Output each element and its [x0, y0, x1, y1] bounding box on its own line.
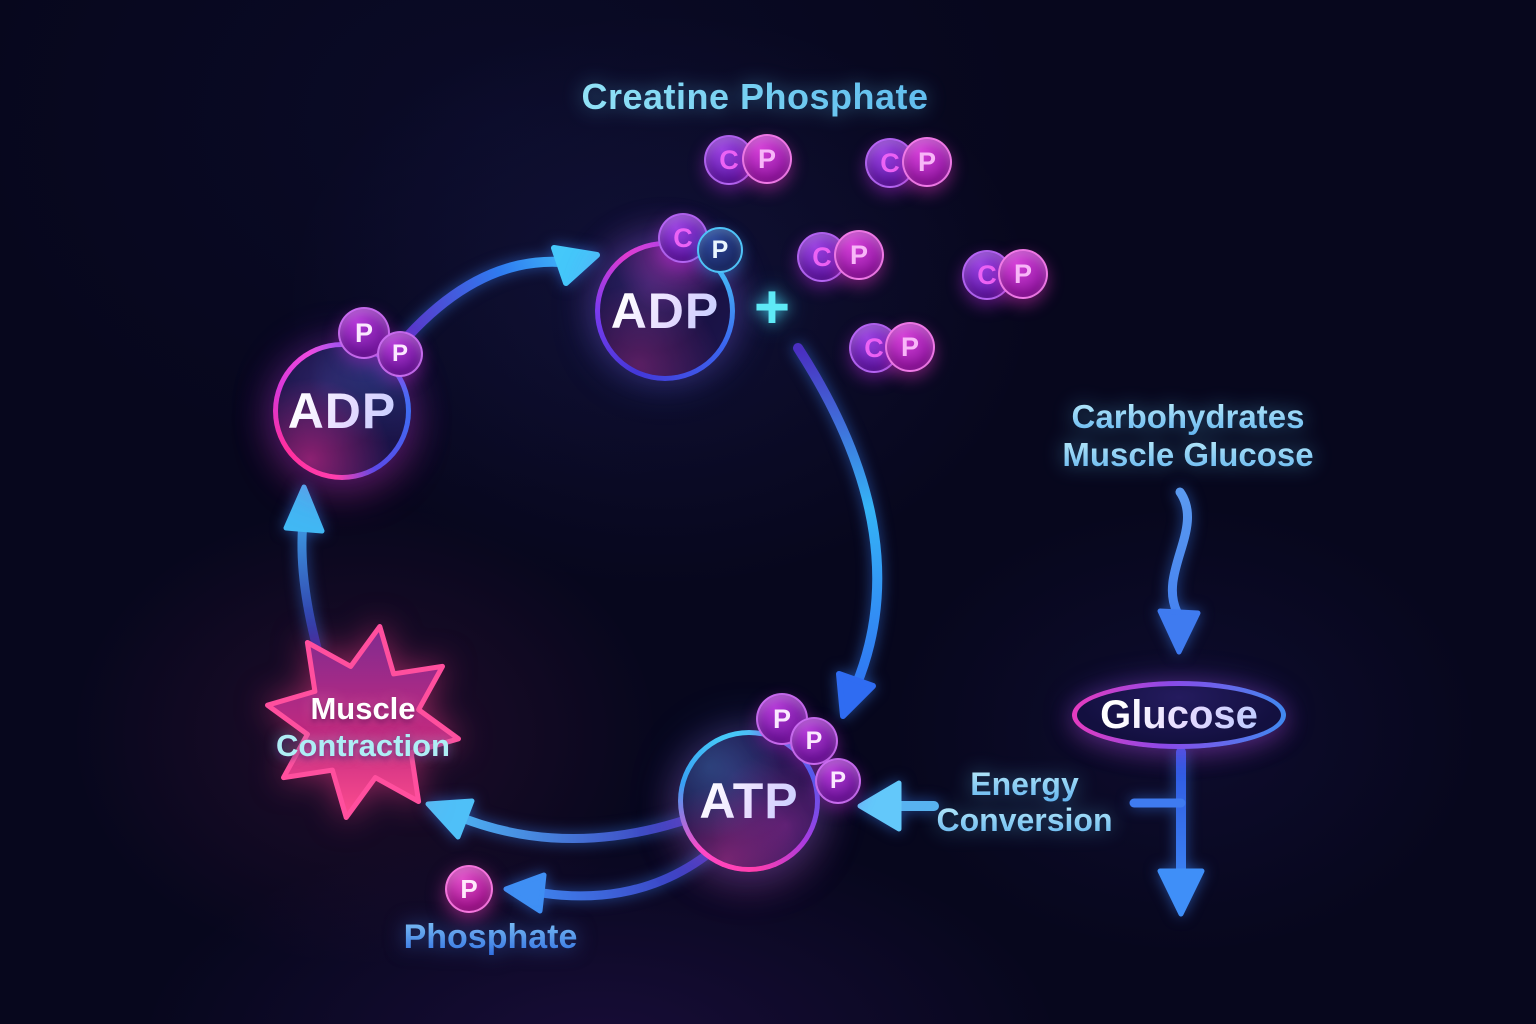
arrow-adp-to-adp-top	[403, 245, 600, 341]
carbohydrates-label: Carbohydrates Muscle Glucose	[1038, 398, 1338, 474]
adp-left-node: ADP	[273, 342, 411, 480]
arrow-atp-to-phosphate	[503, 841, 723, 914]
muscle-glucose-line: Muscle Glucose	[1038, 436, 1338, 474]
contraction-line: Contraction	[276, 728, 450, 763]
energy-line: Energy	[912, 766, 1137, 802]
starburst-shape	[265, 624, 461, 820]
adp-top-node: ADP	[595, 241, 735, 381]
muscle-line: Muscle	[310, 691, 416, 726]
atp-node: ATP	[678, 730, 820, 872]
plus-sign: +	[753, 272, 791, 342]
glucose-node: Glucose	[1072, 681, 1286, 749]
arrow-carbs-to-glucose	[1157, 487, 1201, 655]
muscle-contraction-label: Muscle Contraction	[238, 690, 488, 764]
carbohydrates-line: Carbohydrates	[1038, 398, 1338, 436]
p-molecule-icon: P	[377, 331, 423, 377]
phosphate-label: Phosphate	[368, 918, 613, 957]
glucose-label: Glucose	[1072, 681, 1286, 749]
phosphate-molecule-icon: P	[445, 865, 493, 913]
energy-conversion-label: Energy Conversion	[912, 766, 1137, 838]
p-molecule-icon: P	[815, 758, 861, 804]
arrow-atp-to-muscle-contraction	[425, 798, 705, 843]
p-molecule-icon: P	[998, 249, 1048, 299]
atp-label: ATP	[678, 730, 820, 872]
p-molecule-icon: P	[742, 134, 792, 184]
p-molecule-icon: P	[885, 322, 935, 372]
diagram-title: Creatine Phosphate	[455, 76, 1055, 118]
arrow-glucose-down	[1129, 747, 1205, 917]
arrow-adp-cp-to-atp	[793, 343, 883, 719]
p-molecule-icon: P	[790, 717, 838, 765]
p-molecule-blue-icon: P	[697, 227, 743, 273]
adp-left-label: ADP	[273, 342, 411, 480]
p-molecule-icon: P	[834, 230, 884, 280]
adp-top-label: ADP	[595, 241, 735, 381]
arrow-muscle-to-adp	[283, 484, 325, 653]
p-molecule-icon: P	[902, 137, 952, 187]
arrow-energy-to-atp	[857, 780, 939, 832]
conversion-line: Conversion	[912, 802, 1137, 838]
